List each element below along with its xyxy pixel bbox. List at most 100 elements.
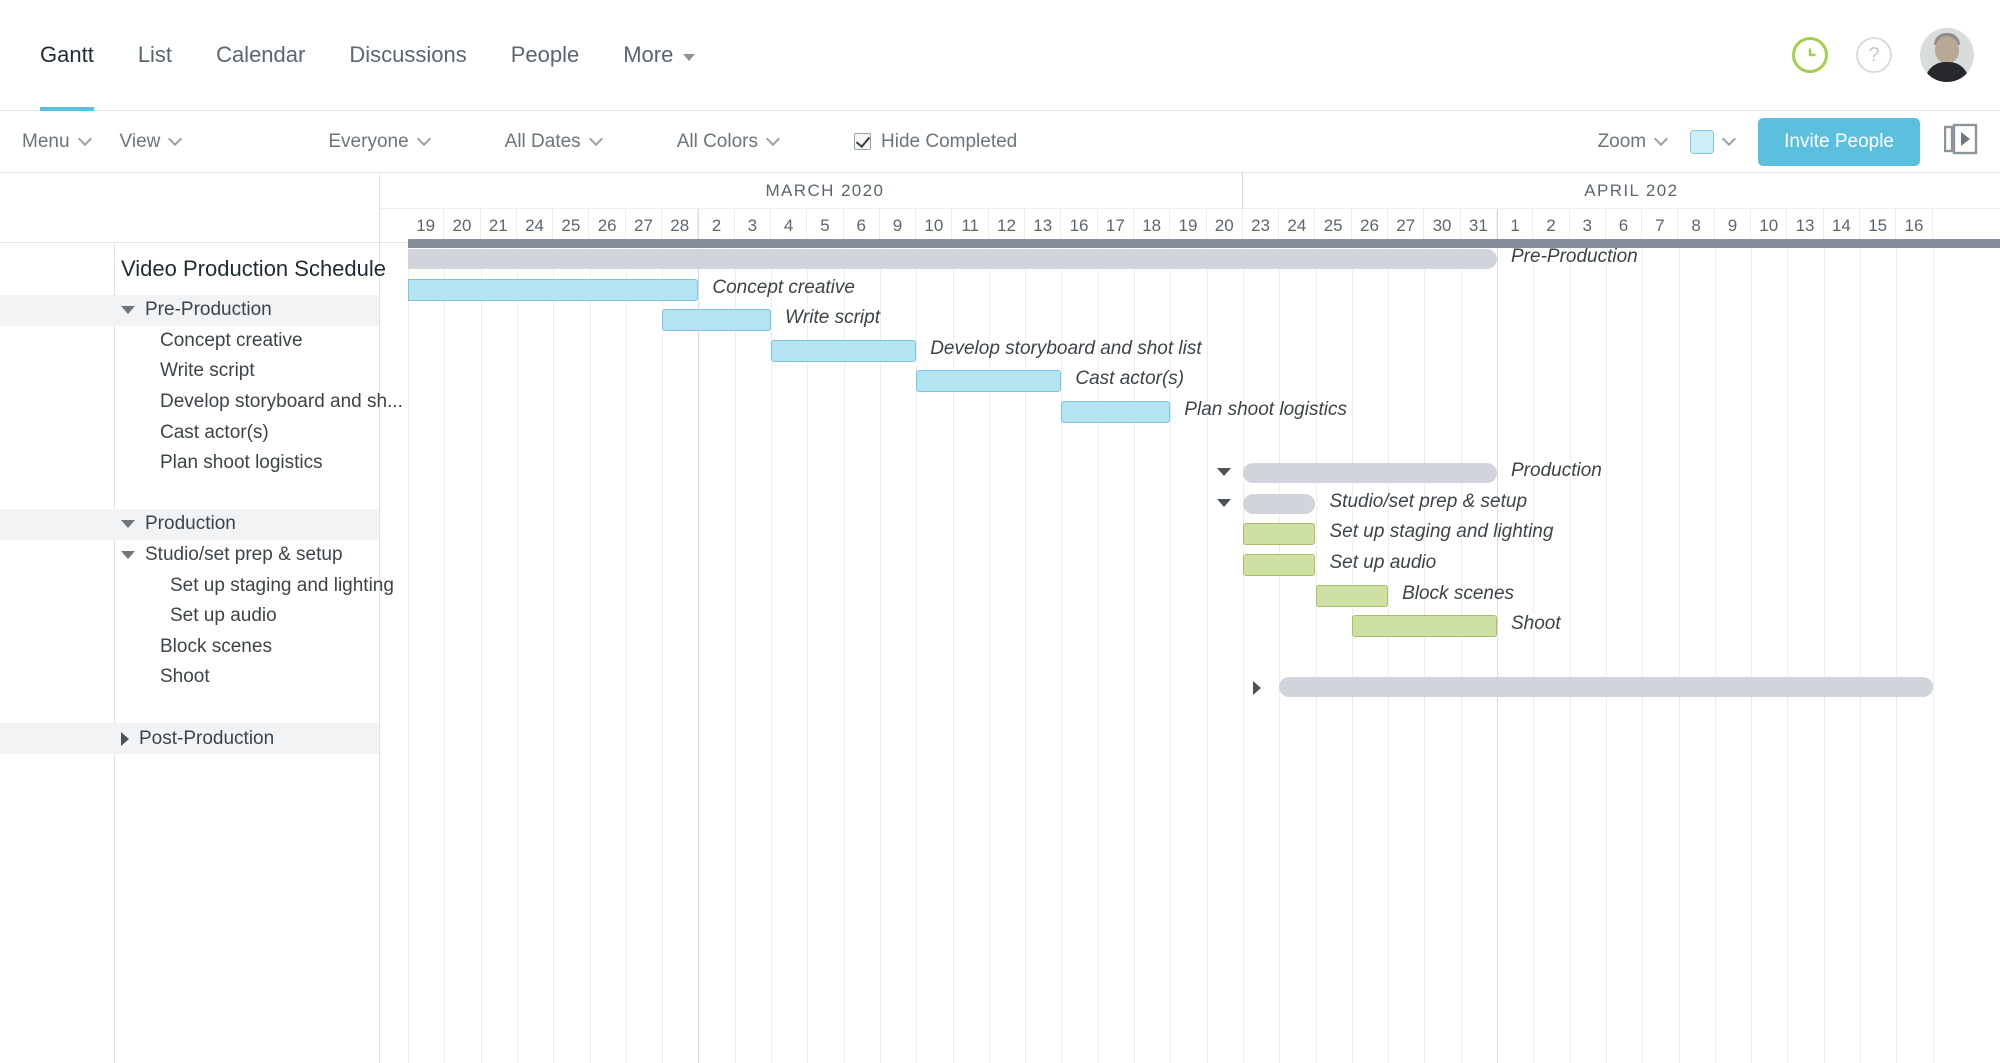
timeline-day-cell[interactable]: 8 xyxy=(1679,209,1715,243)
timeline-day-cell[interactable]: 9 xyxy=(1715,209,1752,243)
timeline-day-cell[interactable]: 3 xyxy=(1570,209,1606,243)
collapse-triangle-icon[interactable] xyxy=(121,306,135,315)
tab-list[interactable]: List xyxy=(116,0,194,111)
timeline-day-cell[interactable]: 9 xyxy=(880,209,917,243)
timeline-day-cell[interactable]: 24 xyxy=(517,209,554,243)
gantt-bar[interactable] xyxy=(1242,493,1316,514)
timeline-day-cell[interactable]: 21 xyxy=(481,209,517,243)
timeline-day-cell[interactable]: 14 xyxy=(1824,209,1860,243)
timeline-day-cell[interactable]: 11 xyxy=(953,209,989,243)
task-row[interactable]: Set up audio xyxy=(0,601,379,632)
timeline-day-cell[interactable]: 20 xyxy=(1207,209,1243,243)
task-row[interactable]: Pre-Production xyxy=(0,295,379,326)
expand-triangle-icon[interactable] xyxy=(121,731,129,746)
collapse-triangle-icon[interactable] xyxy=(1216,468,1231,477)
timeline-day-cell[interactable]: 25 xyxy=(553,209,590,243)
gantt-bar[interactable] xyxy=(1351,615,1497,638)
timeline-day-cell[interactable]: 13 xyxy=(1787,209,1824,243)
task-row[interactable]: Shoot xyxy=(0,662,379,693)
task-row[interactable]: Concept creative xyxy=(0,326,379,357)
timeline-day-cell[interactable]: 17 xyxy=(1098,209,1134,243)
tab-people[interactable]: People xyxy=(489,0,602,111)
help-icon[interactable]: ? xyxy=(1856,37,1892,73)
task-row[interactable]: Production xyxy=(0,509,379,540)
clock-icon[interactable] xyxy=(1792,37,1828,73)
hide-completed-checkbox[interactable]: Hide Completed xyxy=(854,131,1017,153)
task-row[interactable]: Cast actor(s) xyxy=(0,417,379,448)
timeline-day-cell[interactable]: 19 xyxy=(408,209,445,243)
task-row[interactable]: Write script xyxy=(0,356,379,387)
timeline-day-cell[interactable]: 7 xyxy=(1642,209,1679,243)
timeline-day-cell[interactable]: 16 xyxy=(1061,209,1098,243)
timeline-day-cell[interactable]: 13 xyxy=(1025,209,1062,243)
timeline-day-cell[interactable]: 5 xyxy=(807,209,844,243)
horizontal-scrollbar-track[interactable] xyxy=(380,239,2000,252)
expand-triangle-icon[interactable] xyxy=(1253,681,1262,696)
gantt-bar[interactable] xyxy=(408,278,699,301)
timeline-day-cell[interactable]: 15 xyxy=(1860,209,1897,243)
timeline-day-cell[interactable]: 27 xyxy=(626,209,663,243)
gantt-bar[interactable] xyxy=(408,249,1497,269)
presentation-play-icon[interactable] xyxy=(1943,123,1978,161)
timeline-day-cell[interactable]: 28 xyxy=(662,209,699,243)
timeline-day-cell[interactable]: 2 xyxy=(1533,209,1570,243)
collapse-triangle-icon[interactable] xyxy=(1216,498,1231,507)
everyone-dropdown[interactable]: Everyone xyxy=(328,131,431,153)
timeline-day-cell[interactable]: 25 xyxy=(1316,209,1352,243)
gantt-bar[interactable] xyxy=(1279,677,1933,698)
avatar[interactable] xyxy=(1920,28,1974,82)
gridline xyxy=(1860,243,1861,1063)
timeline-day-cell[interactable]: 6 xyxy=(1606,209,1643,243)
task-row[interactable]: Block scenes xyxy=(0,632,379,663)
timeline-day-cell[interactable]: 19 xyxy=(1170,209,1207,243)
gridline xyxy=(1569,243,1571,1063)
timeline-day-cell[interactable]: 20 xyxy=(444,209,481,243)
all-colors-dropdown[interactable]: All Colors xyxy=(677,131,781,153)
timeline-day-cell[interactable]: 31 xyxy=(1461,209,1497,243)
task-row[interactable]: Post-Production xyxy=(0,723,379,754)
view-dropdown[interactable]: View xyxy=(120,131,183,153)
gantt-bar[interactable] xyxy=(1061,401,1171,423)
task-row[interactable]: Plan shoot logistics xyxy=(0,448,379,479)
timeline-day-cell[interactable]: 2 xyxy=(698,209,735,243)
gantt-bar[interactable] xyxy=(916,370,1062,393)
zoom-dropdown[interactable]: Zoom xyxy=(1598,131,1669,153)
task-row[interactable]: Studio/set prep & setup xyxy=(0,540,379,571)
timeline-day-cell[interactable]: 10 xyxy=(916,209,953,243)
gantt-bar[interactable] xyxy=(1242,463,1497,484)
gantt-bar[interactable] xyxy=(662,309,771,332)
timeline-day-cell[interactable]: 18 xyxy=(1134,209,1171,243)
timeline-day-cell[interactable]: 6 xyxy=(844,209,880,243)
timeline-day-cell[interactable]: 26 xyxy=(1352,209,1389,243)
collapse-triangle-icon[interactable] xyxy=(121,520,135,529)
timeline-day-cell[interactable]: 4 xyxy=(771,209,808,243)
timeline-day-cell[interactable]: 26 xyxy=(590,209,626,243)
timeline-day-cell[interactable]: 16 xyxy=(1896,209,1933,243)
timeline-day-cell[interactable]: 24 xyxy=(1279,209,1316,243)
invite-people-button[interactable]: Invite People xyxy=(1758,117,1920,166)
tab-gantt[interactable]: Gantt xyxy=(18,0,116,111)
all-dates-dropdown[interactable]: All Dates xyxy=(505,131,603,153)
tab-calendar[interactable]: Calendar xyxy=(194,0,327,111)
timeline-day-cell[interactable]: 1 xyxy=(1497,209,1534,243)
tab-discussions-label: Discussions xyxy=(349,42,467,67)
tab-more[interactable]: More xyxy=(601,0,717,111)
horizontal-scrollbar-thumb[interactable] xyxy=(408,239,2000,248)
menu-dropdown[interactable]: Menu xyxy=(22,131,92,153)
gantt-bar[interactable] xyxy=(771,339,917,362)
timeline-day-cell[interactable]: 12 xyxy=(989,209,1026,243)
page-title: Video Production Schedule xyxy=(121,256,387,281)
timeline-day-cell[interactable]: 30 xyxy=(1424,209,1461,243)
task-row[interactable]: Set up staging and lighting xyxy=(0,570,394,601)
timeline-day-cell[interactable]: 3 xyxy=(735,209,771,243)
gantt-bar[interactable] xyxy=(1242,523,1316,546)
color-swatch-dropdown[interactable] xyxy=(1690,129,1737,154)
tab-discussions[interactable]: Discussions xyxy=(327,0,488,111)
timeline-day-cell[interactable]: 27 xyxy=(1388,209,1425,243)
gantt-bar[interactable] xyxy=(1242,554,1316,576)
collapse-triangle-icon[interactable] xyxy=(121,551,135,560)
timeline-day-cell[interactable]: 10 xyxy=(1751,209,1788,243)
timeline-day-cell[interactable]: 23 xyxy=(1243,209,1280,243)
task-row[interactable]: Develop storyboard and sh... xyxy=(0,387,403,418)
gantt-bar[interactable] xyxy=(1315,584,1389,607)
